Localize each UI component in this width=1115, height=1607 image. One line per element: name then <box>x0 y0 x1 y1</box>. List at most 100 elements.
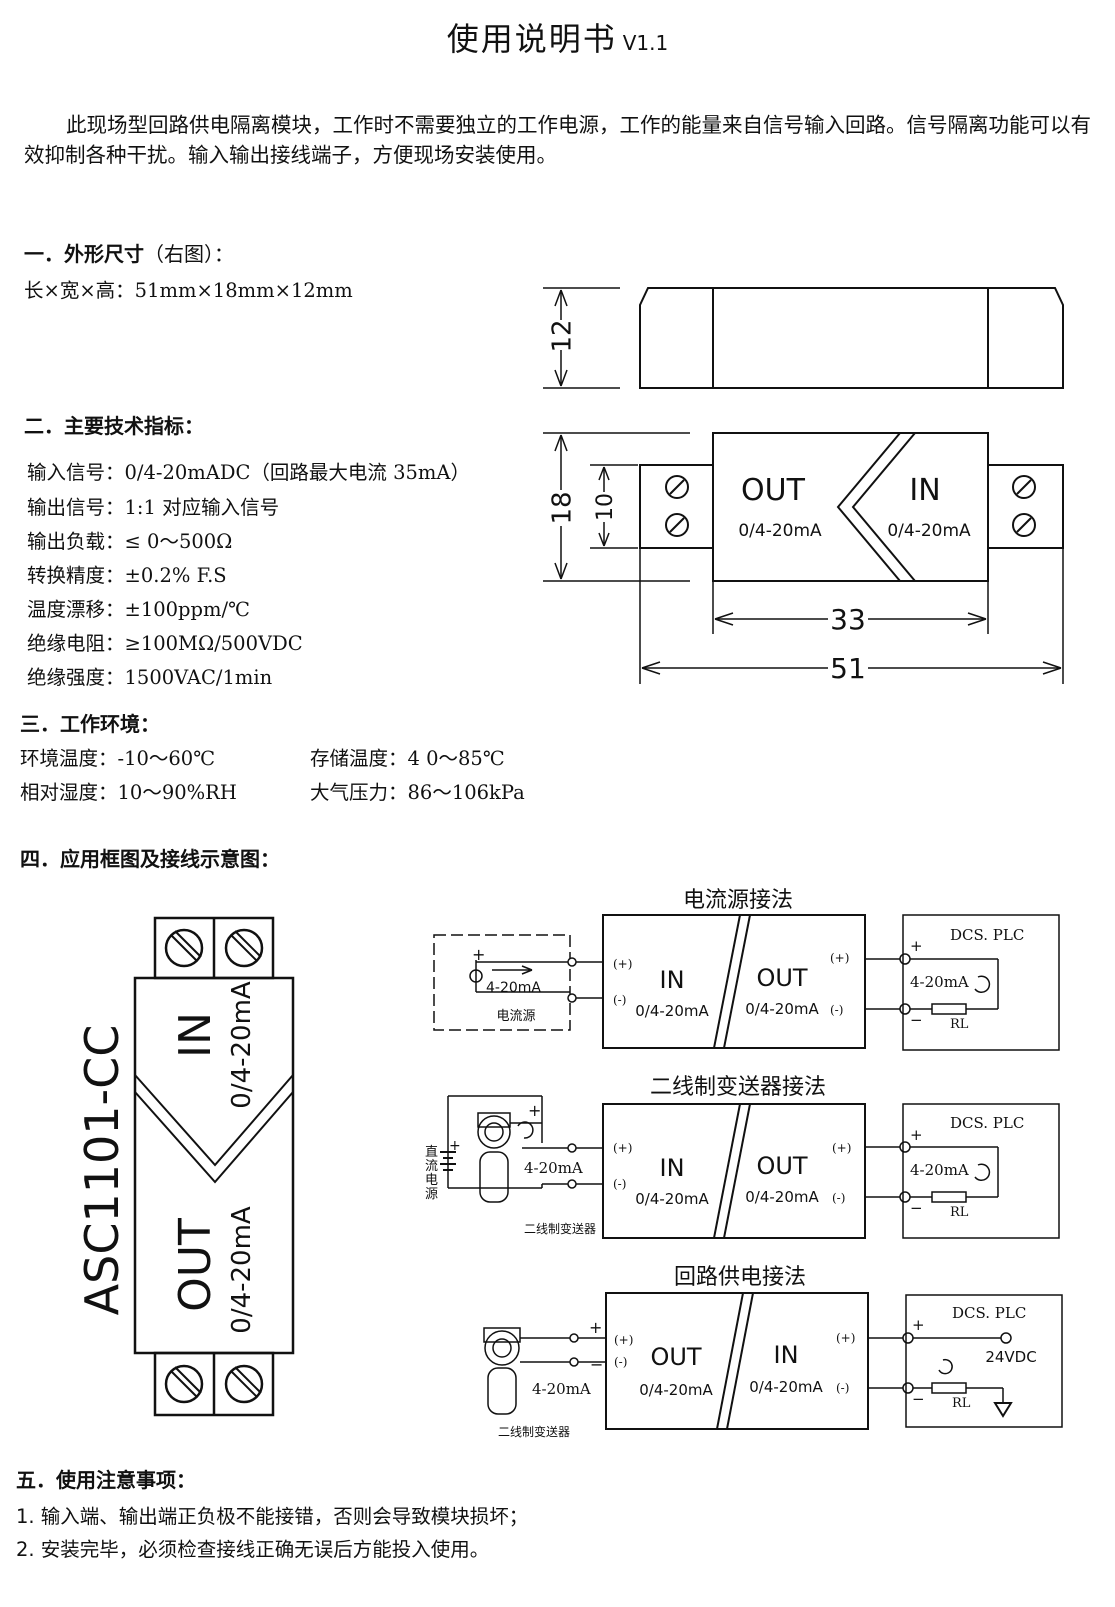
terminal-icon <box>567 993 577 1003</box>
minus-sign: − <box>910 1199 923 1217</box>
top-view-in-label: IN <box>909 473 940 508</box>
plus-label: (+) <box>614 1333 633 1347</box>
isolation-barrier <box>723 1103 751 1239</box>
supply-label-char: 直 <box>425 1145 438 1160</box>
range-label: 0/4-20mA <box>639 1381 713 1399</box>
transmitter-icon <box>484 1330 520 1366</box>
side-view-outline <box>639 287 1064 389</box>
rl-label: RL <box>952 1396 971 1411</box>
current-label: 4-20mA <box>910 973 969 991</box>
rl-label: RL <box>950 1205 969 1220</box>
screw-slot <box>230 1370 258 1398</box>
dim-width-label: 18 <box>548 491 578 524</box>
minus-label: (-) <box>614 1355 627 1369</box>
supply-label-char: 源 <box>425 1187 438 1202</box>
terminal-screw-icon <box>665 513 689 537</box>
supply-terminal-icon <box>1000 1332 1012 1344</box>
minus-sign: − <box>912 1390 925 1408</box>
transmitter-body <box>487 1367 517 1415</box>
terminal-screw-icon <box>224 928 264 968</box>
minus-label: (-) <box>832 1191 845 1205</box>
dcs-label: DCS. PLC <box>950 1114 1024 1132</box>
transmitter-icon <box>477 1115 511 1149</box>
isolation-barrier <box>716 1292 744 1430</box>
isolation-barrier <box>713 1103 741 1239</box>
screw-slot <box>234 930 262 958</box>
spec-line: 输出负载：≤ 0～500Ω <box>27 530 233 553</box>
spec-line: 绝缘强度：1500VAC/1min <box>27 666 273 689</box>
in-label: IN <box>773 1341 798 1369</box>
screw-slot <box>170 1370 198 1398</box>
screw-slot <box>669 517 685 533</box>
env-line: 环境温度：-10～60℃ <box>20 747 216 770</box>
out-label: OUT <box>650 1343 701 1371</box>
section4-heading: 四．应用框图及接线示意图： <box>20 847 280 871</box>
dcs-label: DCS. PLC <box>950 926 1024 944</box>
screw-slot <box>170 934 198 962</box>
dim-body-label: 33 <box>830 603 866 636</box>
minus-label: (-) <box>613 993 626 1007</box>
spec-line: 转换精度：±0.2% F.S <box>27 564 227 587</box>
supply-label-char: 电 <box>425 1173 438 1188</box>
plus-sign: + <box>589 1318 602 1337</box>
transmitter-dial <box>484 1122 504 1142</box>
isolation-barrier <box>726 1292 754 1430</box>
env-line: 大气压力：86～106kPa <box>310 781 525 804</box>
plus-sign: + <box>910 1126 923 1144</box>
transmitter-body <box>479 1151 509 1203</box>
current-label: 4-20mA <box>532 1380 591 1398</box>
screw-slot <box>230 934 258 962</box>
transmitter-dial <box>492 1338 512 1358</box>
current-source-box <box>433 934 571 1031</box>
plus-label: (+) <box>836 1331 855 1345</box>
terminal-icon <box>899 1003 911 1015</box>
current-loop-icon <box>974 1163 991 1181</box>
diagram-title: 回路供电接法 <box>674 1265 806 1290</box>
arrowheads <box>714 612 987 626</box>
right-terminal-block <box>987 464 1064 549</box>
plus-label: (+) <box>613 957 632 971</box>
plus-sign: + <box>528 1101 541 1120</box>
terminal-screw-icon <box>1012 475 1036 499</box>
minus-label: (-) <box>830 1003 843 1017</box>
isolator-box <box>602 1103 866 1239</box>
terminal-screw-icon <box>164 1364 204 1404</box>
module-in-range: 0/4-20mA <box>227 981 257 1109</box>
terminal-icon <box>899 1191 911 1203</box>
screw-slot <box>1016 479 1032 495</box>
env-line: 相对湿度：10～90%RH <box>20 781 237 804</box>
range-label: 0/4-20mA <box>749 1378 823 1396</box>
current-label: 4-20mA <box>910 1161 969 1179</box>
section1-title: 一．外形尺寸 <box>24 242 144 266</box>
section3-heading: 三．工作环境： <box>20 712 160 736</box>
spec-line: 输入信号：0/4-20mADC（回路最大电流 35mA） <box>27 461 470 484</box>
load-resistor-icon <box>931 1003 967 1015</box>
arrowheads <box>554 434 568 580</box>
section1-heading: 一．外形尺寸（右图）： <box>24 238 234 267</box>
diagram-title: 电流源接法 <box>683 888 793 913</box>
load-resistor-icon <box>931 1382 967 1394</box>
minus-sign: − <box>590 1355 603 1374</box>
dcs-plc-box <box>902 914 1060 1051</box>
terminal-icon <box>569 1357 579 1367</box>
spec-line: 温度漂移：±100ppm/℃ <box>27 598 250 621</box>
left-terminal-block <box>639 464 714 549</box>
plus-sign: + <box>910 937 923 955</box>
top-view-in-range: 0/4-20mA <box>887 521 971 541</box>
arrowheads <box>554 289 568 387</box>
top-view-out-label: OUT <box>741 473 806 508</box>
module-out-range: 0/4-20mA <box>227 1206 257 1334</box>
transmitter-head <box>483 1327 521 1343</box>
dim-total-label: 51 <box>830 652 866 685</box>
plus-sign: + <box>912 1316 925 1334</box>
top-view-out-range: 0/4-20mA <box>738 521 822 541</box>
dim-terminal-label: 10 <box>593 493 618 521</box>
range-label: 0/4-20mA <box>745 1000 819 1018</box>
dcs-plc-box <box>902 1103 1060 1239</box>
terminal-icon <box>899 953 911 965</box>
terminal-screw-icon <box>665 475 689 499</box>
transmitter-label: 二线制变送器 <box>498 1424 570 1439</box>
spec-line: 绝缘电阻：≥100MΩ/500VDC <box>27 632 303 655</box>
